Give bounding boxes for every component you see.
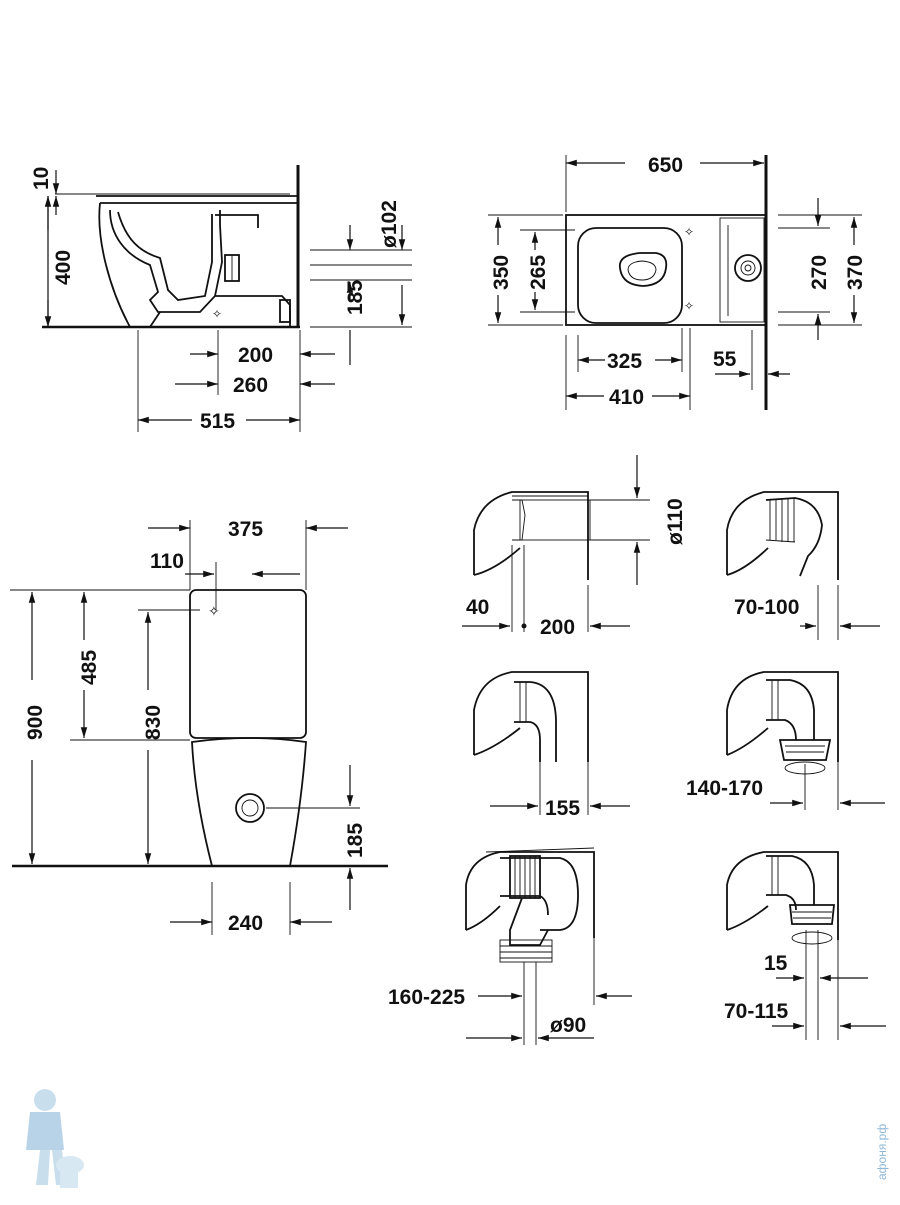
connection-detail-e: 160-225 ø90 — [388, 847, 632, 1045]
dim-conn-a-40: 40 — [466, 596, 489, 619]
svg-text:✧: ✧ — [208, 603, 220, 619]
svg-text:✧: ✧ — [684, 299, 694, 313]
connection-detail-d: 140-170 — [686, 671, 885, 810]
dim-conn-e-90: ø90 — [550, 1014, 586, 1037]
dim-front-830: 830 — [142, 705, 165, 740]
dim-side-200: 200 — [238, 344, 273, 367]
dim-side-515: 515 — [200, 410, 235, 433]
dim-side-400: 400 — [52, 250, 75, 285]
dim-conn-e-160-225: 160-225 — [388, 986, 465, 1009]
dim-top-55: 55 — [713, 348, 737, 371]
dim-top-265: 265 — [527, 255, 550, 290]
dim-conn-f-70-115: 70-115 — [724, 1000, 789, 1023]
dim-conn-f-15: 15 — [764, 952, 788, 975]
connection-detail-a: ø110 40 200 — [462, 455, 687, 639]
dim-front-485: 485 — [78, 650, 101, 685]
dim-conn-a-200: 200 — [540, 616, 575, 639]
dim-side-260: 260 — [233, 374, 268, 397]
dim-side-185: 185 — [344, 280, 367, 315]
dim-top-370: 370 — [844, 255, 867, 290]
svg-text:✧: ✧ — [684, 225, 694, 239]
dim-top-350: 350 — [490, 255, 513, 290]
connection-detail-f: 15 70-115 — [724, 851, 886, 1040]
front-view: ✧ 375 110 900 485 830 185 — [10, 518, 388, 935]
dim-side-102: ø102 — [378, 200, 401, 248]
side-view: ✧ 10 400 ø102 185 200 260 — [30, 165, 412, 433]
dim-top-325: 325 — [607, 350, 642, 373]
dim-top-650: 650 — [648, 154, 683, 177]
dim-top-270: 270 — [808, 255, 831, 290]
connection-detail-b: 70-100 — [726, 491, 880, 640]
dim-conn-b-70-100: 70-100 — [734, 596, 799, 619]
top-view: ✧ ✧ 650 350 265 270 370 32 — [488, 154, 867, 410]
svg-text:✧: ✧ — [212, 307, 222, 321]
dim-front-240: 240 — [228, 912, 263, 935]
dim-side-10: 10 — [30, 167, 53, 190]
dim-front-185: 185 — [344, 823, 367, 858]
plumber-logo — [26, 1089, 84, 1188]
watermark-site: афоня.рф — [875, 1124, 889, 1180]
dim-front-900: 900 — [24, 705, 47, 740]
dim-conn-a-110: ø110 — [664, 498, 687, 545]
dim-front-375: 375 — [228, 518, 263, 541]
dim-front-110: 110 — [150, 550, 184, 573]
dim-top-410: 410 — [609, 386, 644, 409]
connection-detail-c: 155 — [473, 671, 630, 820]
dim-conn-d-140-170: 140-170 — [686, 777, 763, 800]
dim-conn-c-155: 155 — [545, 797, 580, 820]
